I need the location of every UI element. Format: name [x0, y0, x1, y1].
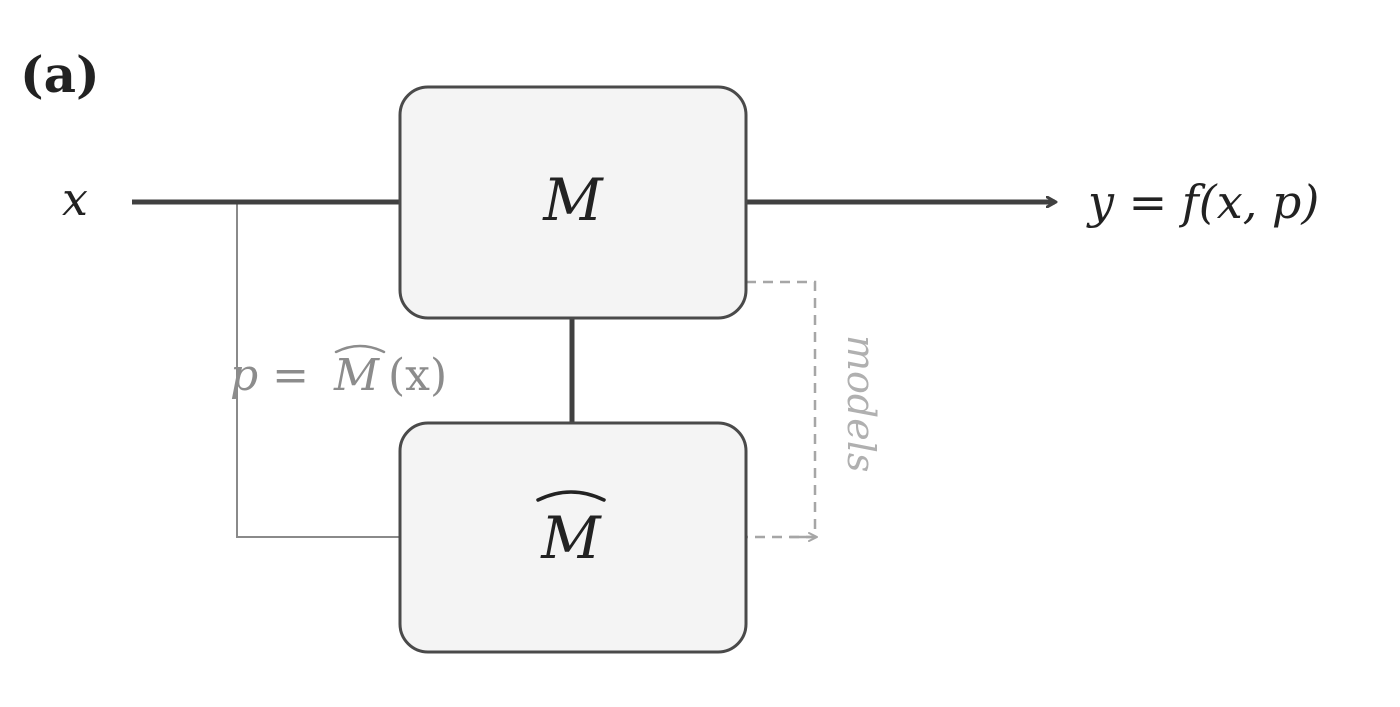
param-label-arg: (x) — [388, 350, 447, 401]
input-label: x — [62, 172, 88, 226]
model-box-bottom-label: M — [540, 504, 602, 572]
panel-label: (a) — [20, 45, 100, 104]
models-label: models — [839, 335, 883, 472]
models-dashed-arrow — [746, 280, 817, 539]
param-label-m: M — [333, 350, 380, 401]
param-hat-icon — [334, 344, 386, 354]
param-label-p: p = — [230, 350, 309, 401]
model-box-bottom — [398, 421, 748, 654]
model-box-top-label: M — [542, 166, 604, 234]
output-label: y = f(x, p) — [1086, 175, 1319, 229]
hat-icon — [536, 490, 606, 502]
parameter-feedback-line — [236, 203, 400, 538]
model-box-top — [398, 85, 748, 320]
